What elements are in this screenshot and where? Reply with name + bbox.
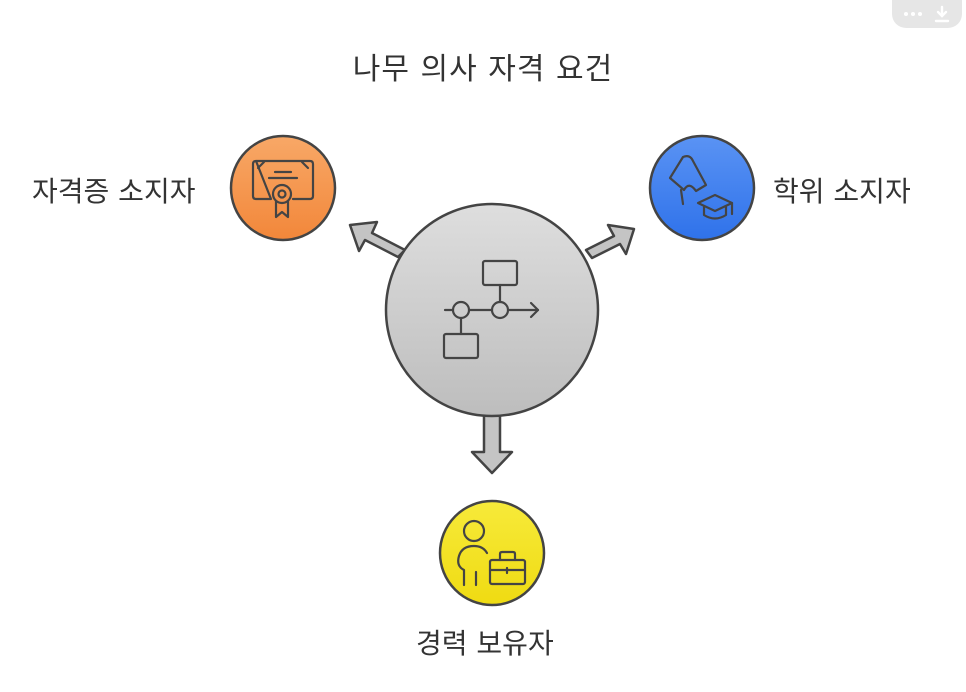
toolbar (892, 0, 962, 28)
arrow-to-certificate (348, 220, 407, 259)
certificate-icon (251, 159, 315, 219)
flowchart-icon (442, 259, 540, 360)
center-hub (384, 202, 600, 418)
diagram-title: 나무 의사 자격 요건 (352, 52, 614, 87)
experience-node (438, 499, 546, 607)
certificate-label: 자격증 소지자 (32, 175, 196, 208)
arrow-to-degree (584, 223, 636, 260)
degree-label: 학위 소지자 (773, 175, 911, 208)
experience-label: 경력 보유자 (416, 627, 554, 660)
download-icon[interactable] (930, 3, 954, 25)
certificate-node (229, 134, 337, 242)
degree-node (648, 134, 756, 242)
person-briefcase-icon (457, 519, 527, 587)
more-icon[interactable] (901, 3, 925, 25)
diploma-graduation-cap-icon (668, 155, 734, 220)
